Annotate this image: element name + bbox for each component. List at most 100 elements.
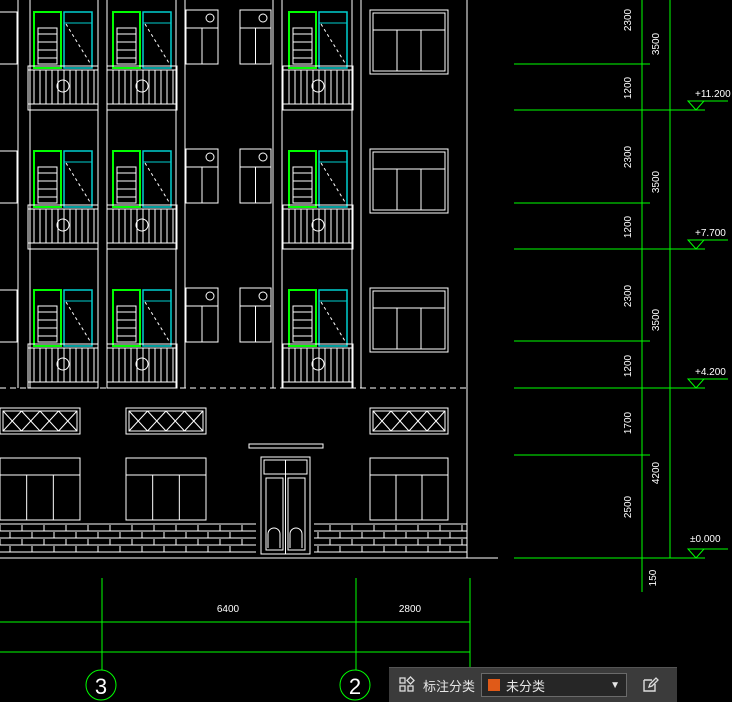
railing-ornament: [311, 357, 325, 371]
door-panel: [116, 166, 137, 204]
vent-circle: [205, 152, 215, 162]
balcony-door-unit: [106, 150, 178, 250]
window-frame: [369, 148, 449, 214]
vent-grille: [0, 407, 81, 435]
dim-label: 3500: [651, 308, 662, 331]
door-frame-green: [112, 289, 141, 347]
axis-bubble: [85, 669, 117, 701]
window-partial: [0, 150, 18, 204]
swing-line: [144, 162, 170, 203]
railing-ornament: [135, 357, 149, 371]
dim-label: 1200: [623, 215, 634, 238]
balcony-railing: [106, 204, 178, 250]
door-frame-green: [33, 289, 62, 347]
door-panel: [37, 27, 58, 65]
elevation-label: ±0.000: [690, 534, 721, 545]
entrance-door: [260, 456, 311, 555]
vent-circle: [205, 13, 215, 23]
grille-diag: [408, 410, 428, 432]
balcony-railing: [282, 343, 354, 389]
swing-line: [65, 162, 91, 203]
grille-diag: [426, 410, 446, 432]
balcony-railing: [27, 204, 99, 250]
door-frame-green: [112, 150, 141, 208]
railing-ornament: [135, 79, 149, 93]
small-window: [185, 9, 219, 65]
layers-grid-icon[interactable]: [397, 675, 417, 695]
railing-ornament: [311, 79, 325, 93]
swing-line: [65, 23, 91, 64]
elevation-marker: [686, 239, 706, 250]
small-window: [185, 148, 219, 204]
large-window: [369, 9, 449, 75]
door-frame-cyan: [142, 150, 172, 208]
vent-grille: [369, 407, 449, 435]
door-panel: [292, 27, 313, 65]
elevation-label: +7.700: [695, 228, 726, 239]
grille-diag: [128, 410, 148, 432]
dim-label: 2800: [399, 604, 422, 615]
dimension-labels: +11.200 +7.700 +4.200 ±0.000 2300 1200 2…: [95, 8, 731, 699]
vent-circle: [205, 291, 215, 301]
door-frame-cyan: [142, 289, 172, 347]
axis-label: 2: [349, 674, 361, 699]
balcony-railing: [106, 343, 178, 389]
door-frame-cyan: [63, 289, 93, 347]
vent-circle: [258, 152, 268, 162]
grille-diag: [165, 410, 185, 432]
dim-label: 3500: [651, 32, 662, 55]
balcony-door-unit: [27, 289, 99, 389]
door-arch: [267, 527, 303, 548]
grille-inner: [372, 410, 446, 432]
swing-line: [320, 23, 346, 64]
door-frame-cyan: [318, 11, 348, 69]
dim-label: 150: [648, 569, 659, 586]
grille-diag: [39, 410, 59, 432]
door-frame-cyan: [318, 289, 348, 347]
elevation-marker: [686, 378, 706, 389]
large-window: [369, 148, 449, 214]
window-frame: [125, 457, 207, 521]
railing-ornament: [311, 218, 325, 232]
annotation-toolbar: 标注分类 未分类 ▼: [389, 667, 677, 702]
building-elevation: [0, 0, 498, 559]
elevation-marker: [686, 100, 706, 111]
swing-line: [144, 23, 170, 64]
vent-circle: [258, 13, 268, 23]
ground-window: [125, 457, 207, 521]
category-color-swatch: [488, 679, 501, 691]
balcony-door-unit: [282, 150, 354, 250]
balcony-door-unit: [106, 11, 178, 111]
vent-circle: [258, 291, 268, 301]
grille-diag: [372, 410, 392, 432]
balcony-door-unit: [27, 150, 99, 250]
grille-frame: [0, 407, 81, 435]
edit-icon[interactable]: [639, 674, 661, 696]
dim-label: 3500: [651, 170, 662, 193]
door-panel: [37, 166, 58, 204]
balcony-railing: [27, 343, 99, 389]
entrance-canopy: [248, 443, 324, 449]
axis-bubble: [339, 669, 371, 701]
window-frame: [369, 287, 449, 353]
balcony-railing: [106, 65, 178, 111]
railing-ornament: [56, 357, 70, 371]
elevation-label: +11.200: [695, 89, 731, 100]
small-window: [239, 287, 272, 343]
window-frame: [369, 9, 449, 75]
vent-grille: [125, 407, 207, 435]
grille-frame: [125, 407, 207, 435]
door-frame-green: [288, 11, 317, 69]
grille-diag: [21, 410, 41, 432]
balcony-railing: [27, 65, 99, 111]
dim-label: 2300: [623, 284, 634, 307]
category-select-value: 未分类: [506, 679, 546, 695]
balcony-door-unit: [27, 11, 99, 111]
category-select[interactable]: 未分类 ▼: [481, 673, 628, 697]
dim-label: 1200: [623, 354, 634, 377]
balcony-door-unit: [282, 11, 354, 111]
grille-inner: [128, 410, 204, 432]
window-frame: [369, 457, 449, 521]
